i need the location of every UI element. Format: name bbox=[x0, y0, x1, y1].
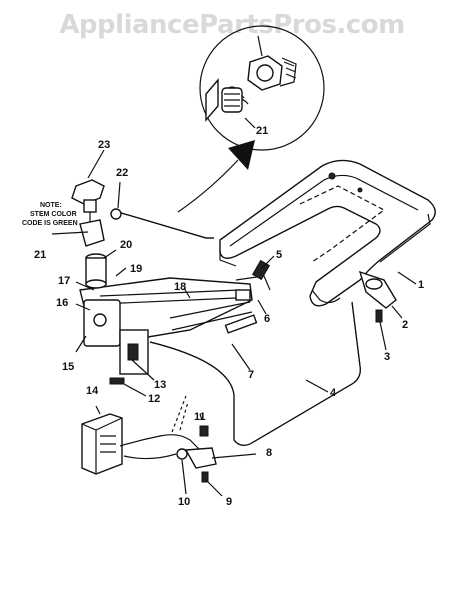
callout-10: 10 bbox=[178, 496, 190, 508]
note-line-1: NOTE: bbox=[40, 202, 62, 209]
callout-5: 5 bbox=[276, 249, 282, 261]
inset-detail bbox=[199, 25, 325, 151]
callout-21: 21 bbox=[34, 249, 46, 261]
valve-assembly bbox=[79, 259, 271, 375]
callout-9: 9 bbox=[226, 496, 232, 508]
callout-16: 16 bbox=[56, 297, 68, 309]
callout-15: 15 bbox=[62, 361, 74, 373]
callout-13: 13 bbox=[154, 379, 166, 391]
callout-22: 22 bbox=[116, 167, 128, 179]
burner-bracket bbox=[358, 270, 397, 323]
callout-14: 14 bbox=[86, 385, 99, 397]
callout-18: 18 bbox=[174, 281, 186, 293]
callout-1: 1 bbox=[418, 279, 424, 291]
burner bbox=[219, 159, 436, 307]
callout-11: 11 bbox=[194, 411, 206, 423]
arrow-icon bbox=[228, 140, 255, 170]
callout-23: 23 bbox=[98, 139, 110, 151]
callout-6: 6 bbox=[264, 313, 270, 325]
note-line-3: CODE IS GREEN bbox=[22, 220, 78, 227]
watermark: AppliancePartsPros.com bbox=[59, 10, 405, 40]
callout-4: 4 bbox=[330, 387, 337, 399]
igniter-bracket bbox=[176, 425, 217, 483]
callout-7: 7 bbox=[248, 369, 254, 381]
callout-12: 12 bbox=[148, 393, 160, 405]
callout-3: 3 bbox=[384, 351, 390, 363]
callout-17: 17 bbox=[58, 275, 70, 287]
igniter-box bbox=[81, 413, 123, 475]
note-line-2: STEM COLOR bbox=[30, 211, 77, 218]
callout-8: 8 bbox=[266, 447, 272, 459]
thermostat-bulb bbox=[85, 253, 107, 289]
callout-20: 20 bbox=[120, 239, 132, 251]
fitting-23 bbox=[71, 179, 122, 247]
callout-21-inset: 21 bbox=[256, 125, 268, 137]
callout-2: 2 bbox=[402, 319, 408, 331]
callout-19: 19 bbox=[130, 263, 142, 275]
